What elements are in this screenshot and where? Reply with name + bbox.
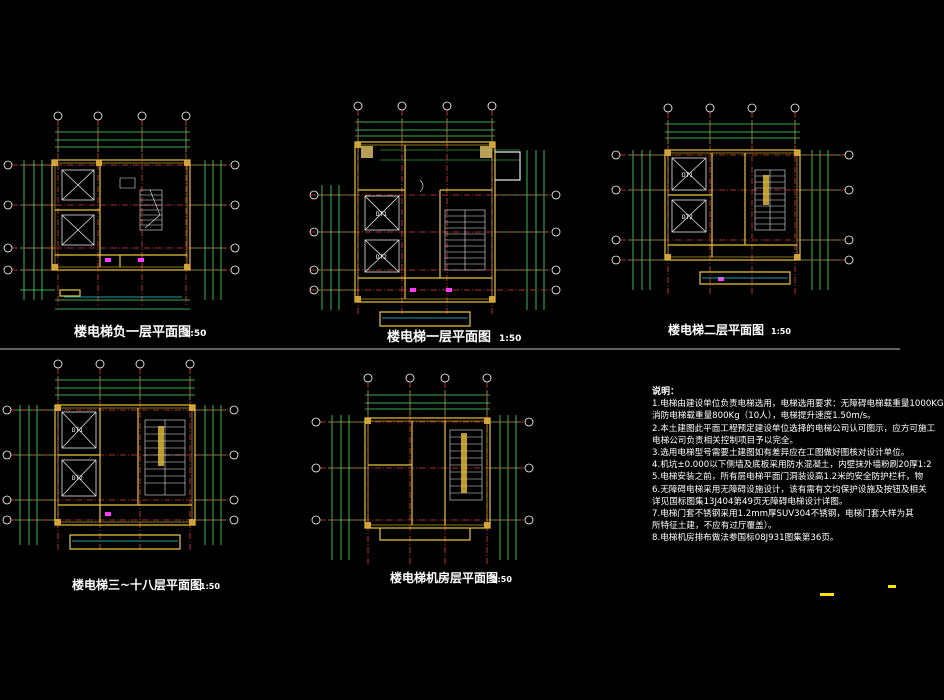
walls <box>354 141 521 327</box>
plan-scale-f1: 1:50 <box>499 334 521 344</box>
notes-line: 所特征土建，不应有过厅覆盖）。 <box>652 521 777 532</box>
lift-shafts <box>364 195 400 273</box>
lift-label-dt2: DT2 <box>376 254 387 261</box>
notes-line: 电梯公司负责相关控制项目予以完全。 <box>652 435 799 446</box>
stair <box>444 209 486 271</box>
grid-bubbles <box>611 103 854 265</box>
notes-line: 8.电梯机房排布做法参国标08J931图集第36页。 <box>652 533 839 544</box>
grid-bubbles <box>311 373 534 525</box>
lift-label-dt2: DT2 <box>682 214 693 221</box>
notes-line: 7.电梯门套不锈钢采用1.2mm厚SUV304不锈钢，电梯门套大样为其 <box>652 509 914 520</box>
plan-typical-floor: DT1 DT2 楼电梯三~十八层平面图 1:50 <box>2 359 239 592</box>
plan-first-floor: DT1 DT2 楼电梯一层平面图 1:50 <box>309 101 561 345</box>
grid-bubbles <box>309 101 561 295</box>
plan-title-f3: 楼电梯三~十八层平面图 <box>72 577 202 592</box>
walls <box>364 417 491 541</box>
stair <box>119 177 163 231</box>
plan-basement-floor: 楼电梯负一层平面图 1:50 <box>3 111 240 340</box>
grid-bubbles <box>3 111 240 275</box>
wall-fill <box>355 142 495 302</box>
notes-line: 1.电梯由建设单位负责电梯选用，电梯选用要求：无障碍电梯载重量1000KG <box>652 399 944 410</box>
walls <box>54 404 196 550</box>
plan-title-f1: 楼电梯一层平面图 <box>387 329 491 345</box>
yellow-marker <box>888 585 896 588</box>
stair <box>754 169 786 231</box>
walls <box>51 159 191 297</box>
lift-shafts <box>61 411 97 497</box>
wall-fill <box>55 405 195 525</box>
accent-marks <box>64 258 182 298</box>
axis-lines <box>12 120 230 305</box>
lift-label-dt1: DT1 <box>72 427 83 434</box>
wall-fill <box>365 418 490 528</box>
plan-scale-f3: 1:50 <box>200 582 220 591</box>
lift-shafts <box>61 169 95 246</box>
plan-title-f2: 楼电梯二层平面图 <box>668 322 764 337</box>
wall-fill <box>52 160 190 270</box>
lift-shafts <box>671 157 707 233</box>
notes-line: 2.本土建图此平面工程预定建设单位选择的电梯公司认可图示，应方可施工 <box>652 423 936 434</box>
notes-line: 4.机坑±0.000以下侧墙及底板采用防水混凝土，内壁抹外墙粉刷20厚1:2 <box>652 460 932 471</box>
notes-line: 3.选用电梯型号需要土建图如有差异应在工图做好图核对设计单位。 <box>652 448 910 459</box>
design-notes: 说明： 1.电梯由建设单位负责电梯选用，电梯选用要求：无障碍电梯载重量1000K… <box>652 386 944 545</box>
lift-label-dt2: DT2 <box>72 475 83 482</box>
plan-machine-room: 楼电梯机房层平面图 1:50 <box>311 373 534 585</box>
plan-second-floor: DT1 DT2 楼电梯二层平面图 1:50 <box>611 103 854 337</box>
accent-marks <box>382 179 468 319</box>
notes-heading: 说明： <box>652 387 680 397</box>
plan-title-mr: 楼电梯机房层平面图 <box>390 570 498 585</box>
yellow-marker <box>820 593 834 596</box>
plan-scale-f2: 1:50 <box>771 327 791 336</box>
notes-line: 6.无障碍电梯采用无障碍设施设计，该有需有文均保护设施及按钮及相关 <box>652 484 927 495</box>
cad-drawing-sheet: 楼电梯负一层平面图 1:50 <box>0 101 900 596</box>
plan-title-b1: 楼电梯负一层平面图 <box>74 324 191 340</box>
plan-scale-mr: 1:50 <box>492 575 512 584</box>
plan-scale-b1: 1:50 <box>184 329 206 339</box>
walls <box>664 149 801 285</box>
grid-bubbles <box>2 359 239 525</box>
accent-marks <box>72 512 178 542</box>
accent-marks <box>702 277 788 281</box>
lift-label-dt1: DT1 <box>682 172 693 179</box>
lift-label-dt1: DT1 <box>376 211 387 218</box>
wall-fill <box>665 150 800 260</box>
notes-line: 消防电梯载重量800Kg（10人），电梯提升速度1.50m/s。 <box>652 411 876 422</box>
notes-line: 详见国标图集13J404第49页无障碍电梯设计详图。 <box>652 496 848 507</box>
stair <box>449 429 483 501</box>
stair <box>144 419 186 496</box>
notes-line: 5.电梯安装之前，所有层电梯平面门洞装设高1.2米的安全防护栏杆，物 <box>652 472 924 483</box>
